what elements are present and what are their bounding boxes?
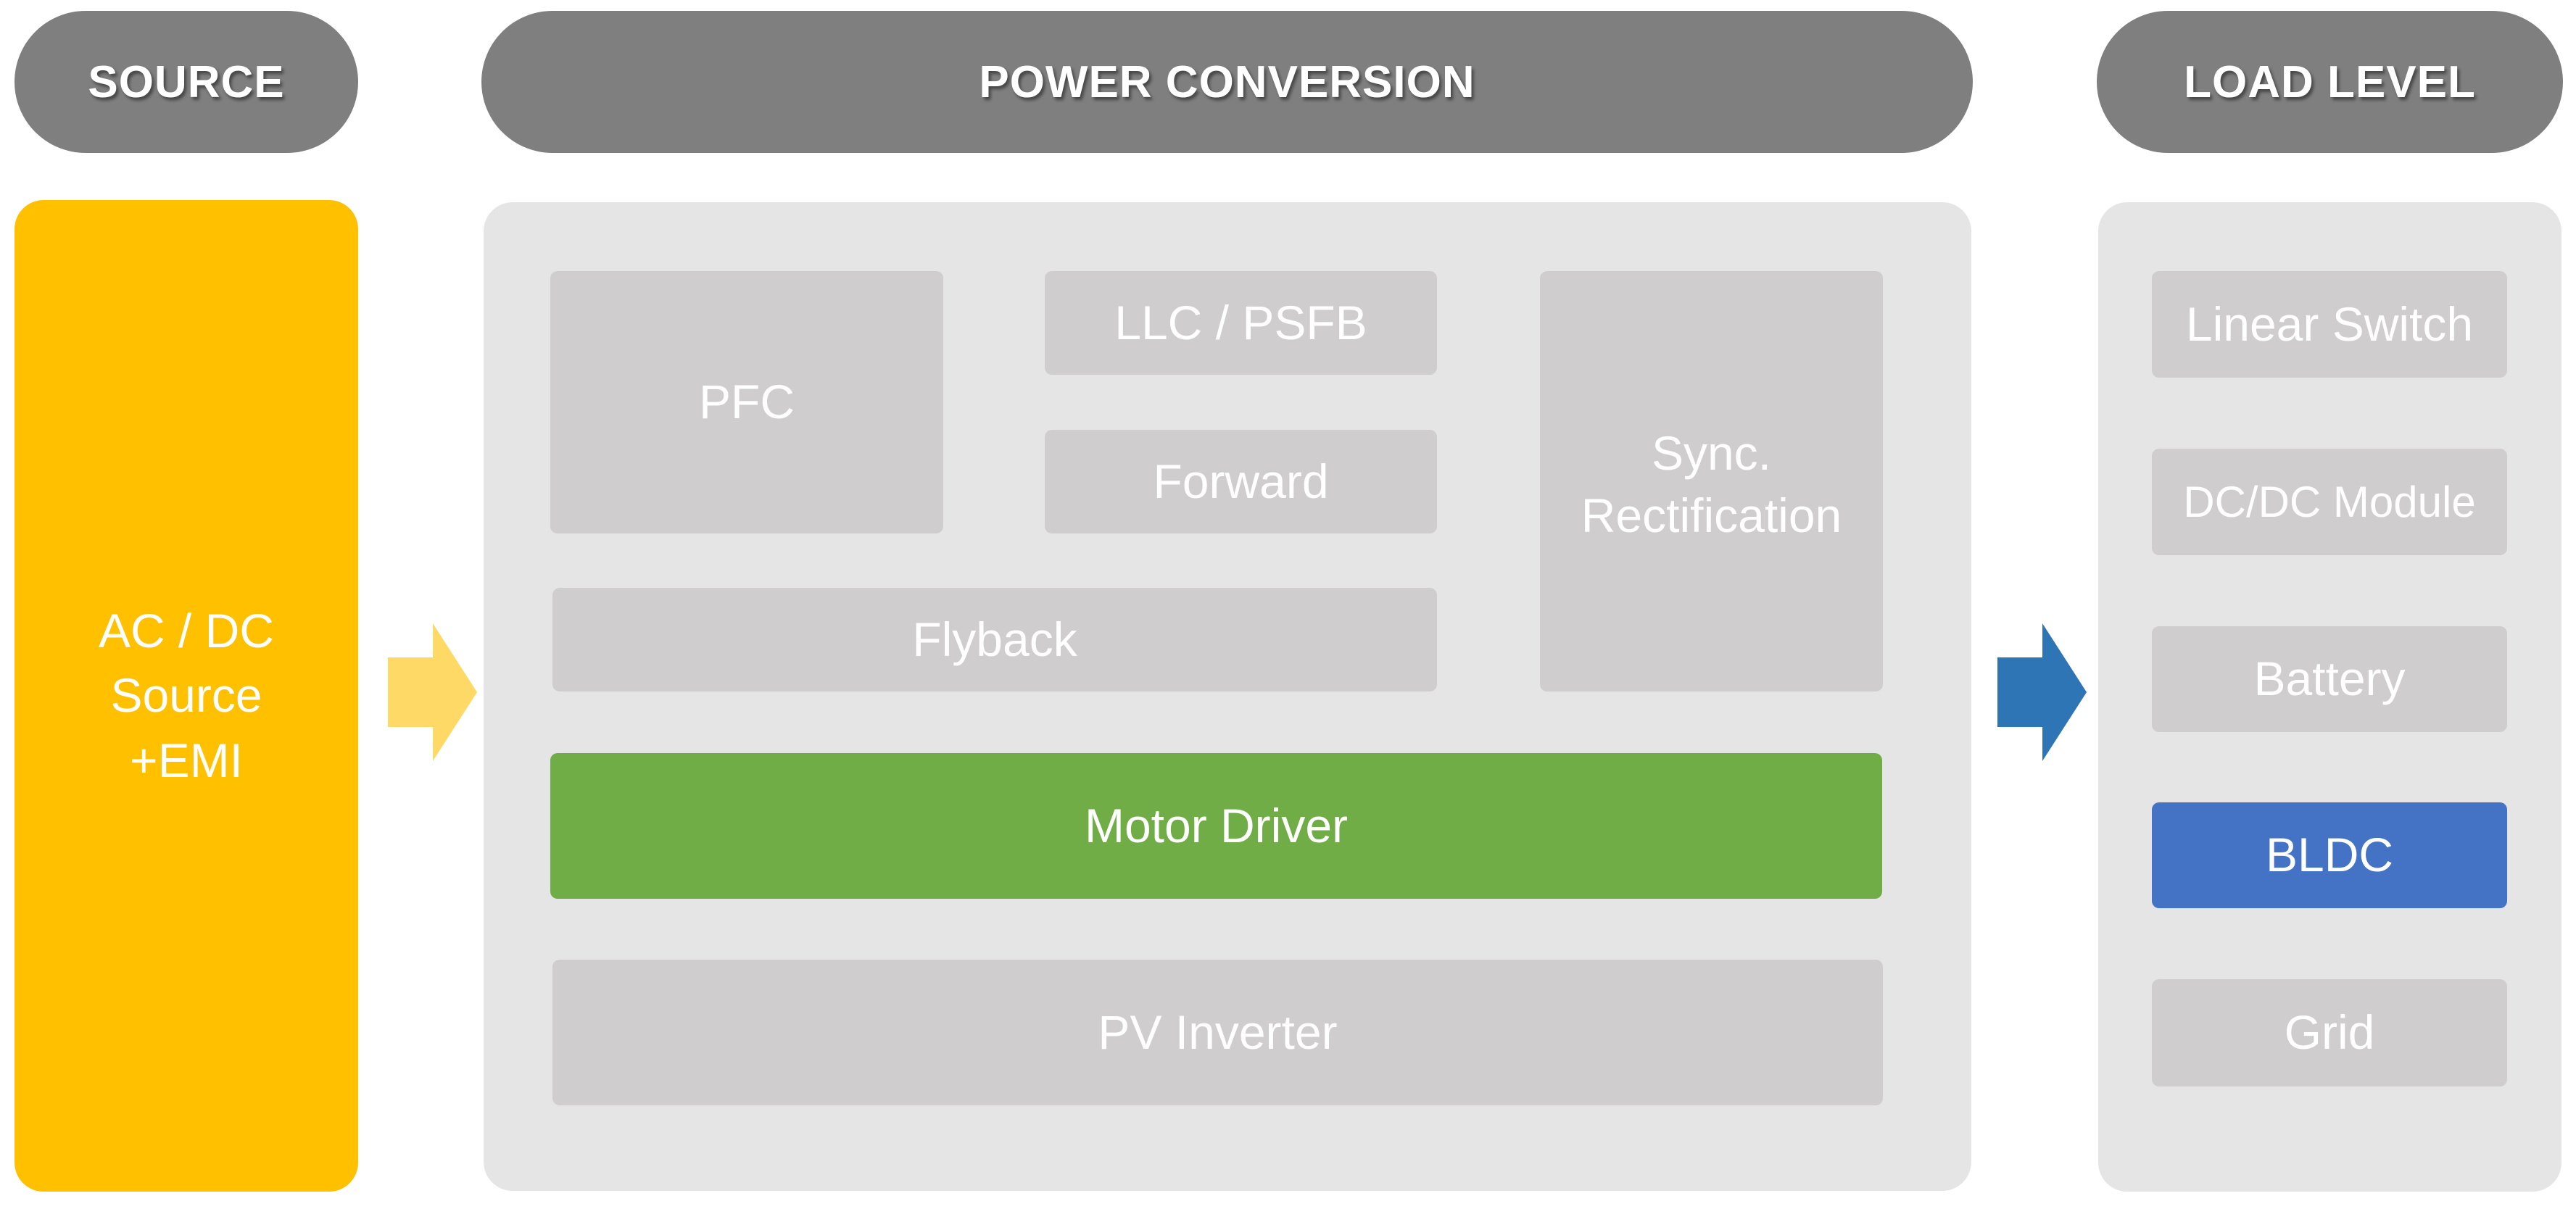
load-item-dcdc-module: DC/DC Module	[2152, 449, 2507, 555]
llc-psfb-block: LLC / PSFB	[1045, 271, 1437, 375]
pfc-label: PFC	[699, 375, 795, 429]
flyback-block: Flyback	[552, 588, 1437, 691]
source-to-conversion-arrow	[388, 623, 477, 761]
conversion-to-load-arrow	[1997, 623, 2087, 761]
load-level-header: LOAD LEVEL	[2097, 11, 2563, 153]
load-item-grid: Grid	[2152, 979, 2507, 1087]
load-item-label: BLDC	[2265, 828, 2394, 882]
motor-driver-block: Motor Driver	[550, 753, 1882, 899]
load-item-label: Battery	[2253, 652, 2406, 706]
source-block: AC / DC Source +EMI	[15, 200, 358, 1192]
load-level-header-label: LOAD LEVEL	[2184, 57, 2476, 107]
load-item-label: Linear Switch	[2185, 296, 2474, 351]
power-conversion-header: POWER CONVERSION	[481, 11, 1973, 153]
pv-inverter-label: PV Inverter	[1098, 1005, 1338, 1059]
source-header-label: SOURCE	[88, 57, 285, 107]
flyback-label: Flyback	[912, 612, 1077, 666]
load-item-label: DC/DC Module	[2183, 477, 2476, 526]
right-arrow-icon	[388, 623, 477, 761]
pfc-block: PFC	[550, 271, 943, 533]
load-item-label: Grid	[2284, 1005, 2375, 1060]
motor-driver-label: Motor Driver	[1084, 798, 1349, 852]
forward-label: Forward	[1153, 454, 1329, 508]
load-item-linear-switch: Linear Switch	[2152, 271, 2507, 378]
source-header: SOURCE	[15, 11, 358, 153]
power-conversion-header-label: POWER CONVERSION	[979, 57, 1475, 107]
sync-rectification-label: Sync. Rectification	[1581, 426, 1842, 542]
load-item-battery: Battery	[2152, 626, 2507, 732]
pv-inverter-block: PV Inverter	[552, 960, 1883, 1105]
sync-rectification-block: Sync. Rectification	[1540, 271, 1883, 691]
source-block-label: AC / DC Source +EMI	[98, 604, 275, 787]
right-arrow-icon	[1997, 623, 2087, 761]
forward-block: Forward	[1045, 430, 1437, 533]
load-item-bldc: BLDC	[2152, 802, 2507, 908]
llc-psfb-label: LLC / PSFB	[1114, 295, 1367, 349]
